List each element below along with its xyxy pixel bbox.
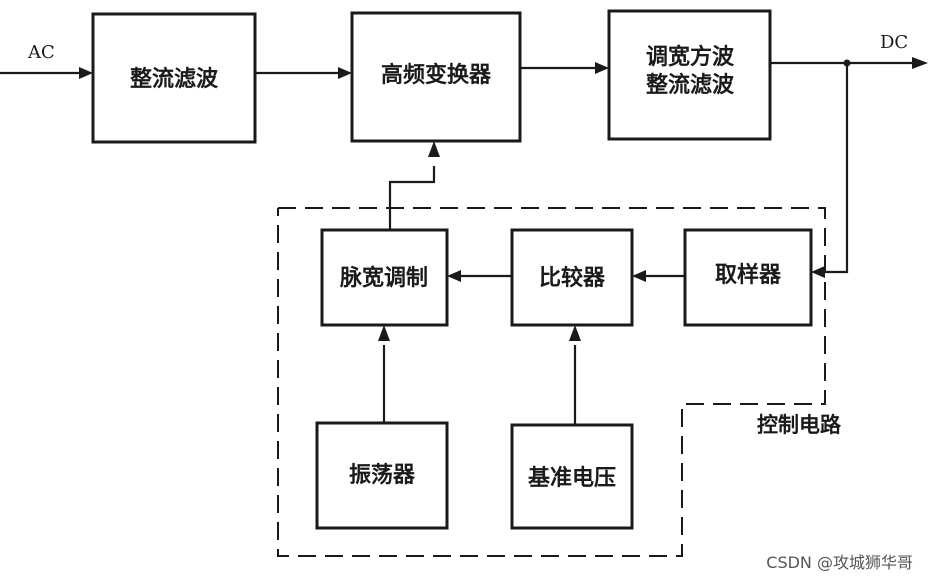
- arrow-into-output-filter: [595, 62, 609, 74]
- rectifier-filter-label: 整流滤波: [130, 66, 219, 92]
- hf-converter-label: 高频变换器: [381, 62, 492, 88]
- output-filter-label-line1: 调宽方波: [646, 44, 735, 70]
- wire-pwm-to-converter: [388, 166, 436, 230]
- block-oscillator: [315, 421, 449, 530]
- arrow-reference-into-comparator: [569, 325, 581, 341]
- control-circuit-boundary: [277, 207, 826, 557]
- reference-voltage-label: 基准电压: [528, 465, 616, 491]
- arrow-into-converter-bottom: [428, 141, 440, 157]
- wire-output-to-sampler: [823, 63, 849, 274]
- sampler-label: 取样器: [715, 262, 782, 288]
- oscillator-label: 振荡器: [349, 462, 416, 488]
- output-filter-label-line2: 整流滤波: [646, 72, 735, 98]
- ac-input-label: AC: [27, 42, 55, 63]
- block-sampler: [683, 228, 813, 327]
- comparator-label: 比较器: [539, 265, 606, 291]
- arrow-into-pwm: [447, 270, 461, 282]
- arrow-oscillator-into-pwm: [378, 325, 390, 341]
- block-comparator: [510, 228, 634, 327]
- control-circuit-label: 控制电路: [757, 412, 842, 437]
- arrow-into-converter: [338, 67, 352, 79]
- arrow-into-comparator: [632, 270, 646, 282]
- block-hf-converter: [350, 11, 522, 143]
- block-output-rectifier-filter: [607, 9, 772, 141]
- block-rectifier-filter: [91, 12, 257, 144]
- dc-output-label: DC: [880, 32, 908, 53]
- arrow-into-rectifier: [79, 67, 93, 79]
- arrow-dc-output: [912, 57, 928, 69]
- block-reference-voltage: [510, 423, 634, 530]
- csdn-watermark: CSDN @攻城狮华哥: [766, 553, 913, 572]
- block-pulse-width-modulation: [320, 228, 449, 327]
- pwm-label: 脉宽调制: [339, 265, 428, 291]
- arrow-into-sampler: [811, 266, 825, 278]
